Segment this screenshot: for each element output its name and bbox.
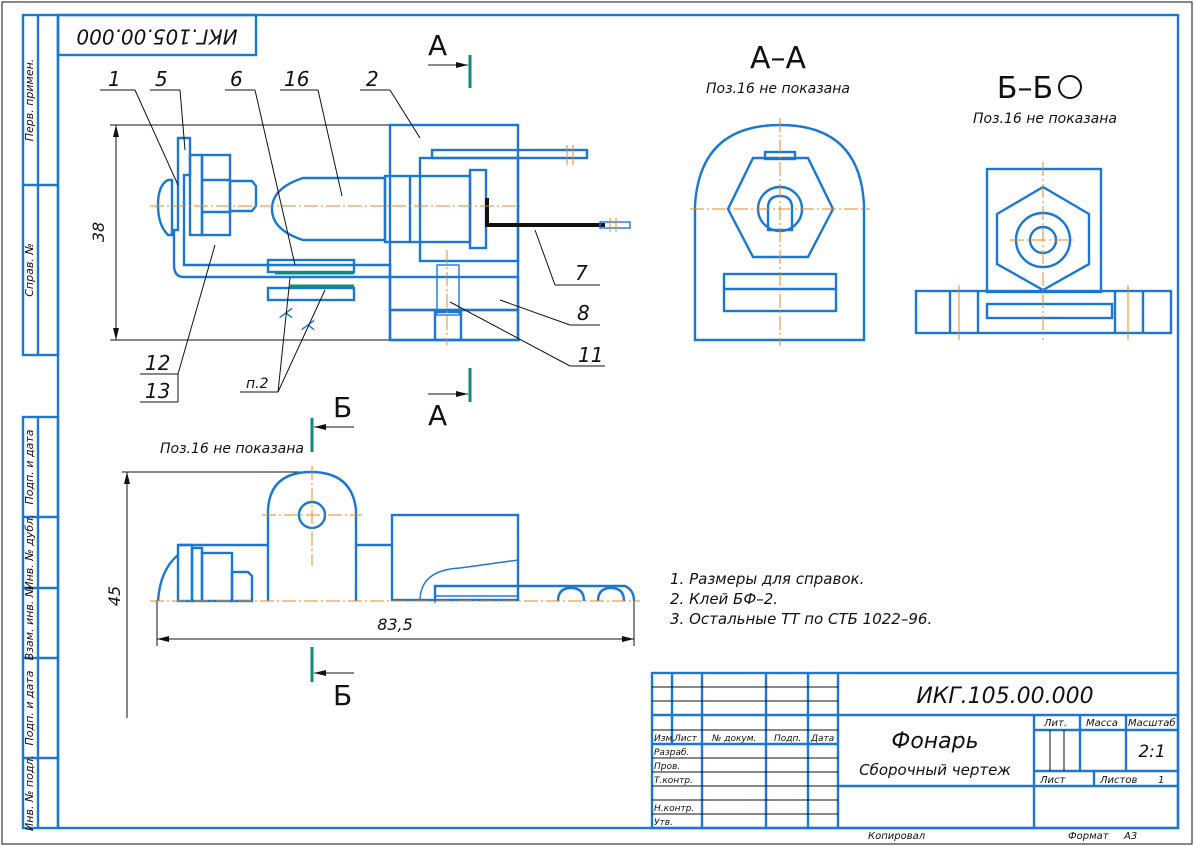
- rotated-view-icon: [1058, 75, 1082, 99]
- section-a-a-view: А–А Поз.16 не показана: [690, 41, 870, 346]
- mirrored-designation-box: ИКГ.105.00.000: [56, 13, 258, 57]
- copied-label: Копировал: [868, 831, 926, 842]
- note-2: 2. Клей БФ–2.: [670, 590, 778, 608]
- title-name: Фонарь: [891, 729, 978, 754]
- svg-text:⋌: ⋌: [300, 315, 316, 334]
- hdr-sign: Подп.: [774, 734, 801, 744]
- stamp-sprav-no: Справ. №: [23, 243, 36, 297]
- pos-8: 8: [577, 301, 590, 325]
- format-value: А3: [1123, 831, 1137, 842]
- bracket-part: [172, 136, 392, 279]
- mass-label: Масса: [1086, 718, 1118, 729]
- cut-label-a-top: А: [428, 29, 447, 62]
- format-label: Формат: [1068, 831, 1110, 842]
- title-designation: ИКГ.105.00.000: [916, 684, 1093, 709]
- section-b-b-note: Поз.16 не показана: [973, 111, 1117, 127]
- note-ref-p2: п.2: [246, 376, 269, 392]
- hdr-izm: Изм.: [654, 734, 675, 744]
- hdr-doc-no: № докум.: [711, 734, 756, 744]
- pos-12: 12: [145, 351, 170, 375]
- pos-11: 11: [578, 343, 603, 367]
- role-tkontr: Т.контр.: [654, 776, 693, 786]
- sheets-count: 1: [1158, 775, 1164, 786]
- scale-value: 2:1: [1138, 742, 1165, 762]
- stamp-perv-primen: Перв. примен.: [23, 59, 36, 142]
- pos-6: 6: [230, 67, 243, 91]
- side-stamp-bottom: Подп. и дата Инв. № дубл. Взам. инв. № П…: [21, 415, 60, 831]
- pos-2: 2: [366, 67, 379, 91]
- pos-7: 7: [575, 261, 588, 285]
- stamp-podp-data-1: Подп. и дата: [23, 429, 36, 504]
- pos-13: 13: [145, 379, 170, 403]
- cut-label-b-bottom: Б: [333, 679, 352, 712]
- dim-38: 38: [89, 222, 108, 242]
- mirrored-designation: ИКГ.105.00.000: [76, 25, 237, 49]
- cut-label-a-bottom: А: [428, 399, 447, 432]
- front-view-note: Поз.16 не показана: [160, 441, 304, 457]
- cut-label-b-top: Б: [333, 391, 352, 424]
- role-utv: Утв.: [654, 818, 673, 828]
- section-b-b-title: Б–Б: [997, 71, 1053, 106]
- title-block: Изм. Лист № докум. Подп. Дата Разраб. Пр…: [650, 671, 1180, 842]
- pos-5: 5: [155, 67, 168, 91]
- dim-83-5: 83,5: [377, 615, 413, 634]
- role-nkontr: Н.контр.: [654, 804, 694, 814]
- dim-45: 45: [105, 586, 124, 606]
- hdr-date: Дата: [810, 734, 834, 744]
- sheets-label: Листов: [1099, 775, 1137, 786]
- note-3: 3. Остальные ТТ по СТБ 1022–96.: [670, 610, 932, 628]
- section-a-a-note: Поз.16 не показана: [706, 81, 850, 97]
- pos-1: 1: [108, 67, 121, 91]
- role-prov: Пров.: [654, 762, 680, 772]
- stamp-inv-podl: Инв. № подл.: [23, 755, 36, 831]
- lamp-part-16: [270, 176, 387, 242]
- stamp-vzam-inv: Взам. инв. №: [23, 586, 36, 661]
- role-razrab: Разраб.: [654, 748, 689, 758]
- main-section-view: 38: [89, 29, 631, 712]
- title-doc-type: Сборочный чертеж: [859, 761, 1011, 779]
- section-a-a-title: А–А: [750, 41, 807, 76]
- stamp-inv-dubl: Инв. № дубл.: [23, 514, 36, 589]
- technical-notes: 1. Размеры для справок. 2. Клей БФ–2. 3.…: [670, 570, 932, 628]
- note-1: 1. Размеры для справок.: [670, 570, 864, 588]
- lit-label: Лит.: [1043, 718, 1067, 729]
- side-stamp-top: Перв. примен. Справ. №: [21, 13, 60, 357]
- sheet-label: Лист: [1039, 775, 1067, 786]
- stamp-podp-data-2: Подп. и дата: [23, 670, 36, 745]
- scale-label: Масштаб: [1128, 717, 1176, 729]
- pos-16: 16: [284, 67, 309, 91]
- section-b-b-view: Б–Б Поз.16 не показана: [914, 71, 1173, 340]
- front-view: Поз.16 не показана 45 83,5: [105, 441, 640, 718]
- hdr-list: Лист: [673, 734, 698, 744]
